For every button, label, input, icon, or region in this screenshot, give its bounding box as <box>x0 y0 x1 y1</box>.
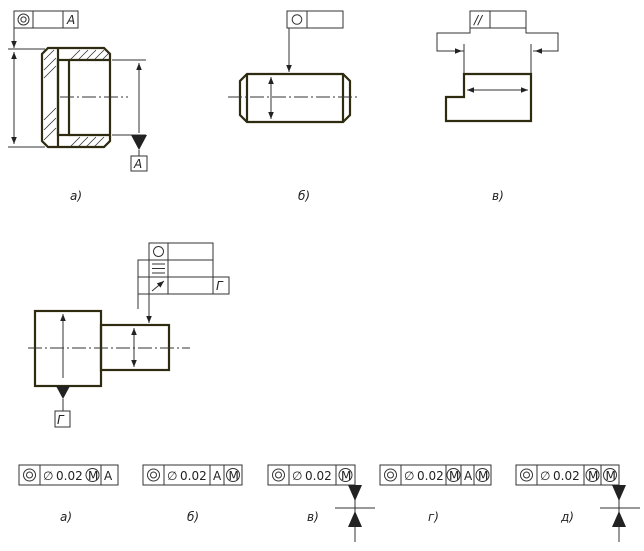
concentricity-icon <box>17 13 30 26</box>
caption-bottom-b: б) <box>187 510 199 524</box>
modifier-m-g1: M <box>449 469 459 483</box>
diameter-icon-a: ∅ <box>43 469 53 483</box>
caption-top-v: в) <box>492 189 504 203</box>
modifier-m-b: M <box>229 469 239 483</box>
frame-v-top: // <box>469 10 527 29</box>
modifier-m-g2: M <box>478 469 488 483</box>
tolerance-value-b: 0.02 <box>180 469 207 483</box>
tolerance-value-a: 0.02 <box>56 469 83 483</box>
caption-bottom-v: в) <box>307 510 319 524</box>
datum-a: A <box>104 469 113 483</box>
diameter-icon-g: ∅ <box>404 469 414 483</box>
datum-letter-a: А <box>133 157 142 171</box>
sleeve-part <box>40 46 112 149</box>
tolerance-value-d: 0.02 <box>553 469 580 483</box>
frame-middle: Г <box>148 242 230 295</box>
frame-a-top: А <box>13 10 79 29</box>
datum-letter-middle: Г <box>57 413 65 427</box>
modifier-m-a: M <box>88 469 98 483</box>
diameter-icon-d: ∅ <box>540 469 550 483</box>
symmetry-icon <box>152 263 165 274</box>
figure-v-top: // в) <box>436 10 559 203</box>
bottom-frame-v: ∅ 0.02 M в) <box>267 464 375 542</box>
figure-a-top: А <box>8 10 148 203</box>
figure-b-top: б) <box>228 10 358 203</box>
frame-datum-a: А <box>66 13 75 27</box>
diameter-icon-b: ∅ <box>167 469 177 483</box>
modifier-m-d1: M <box>588 469 598 483</box>
datum-box-a <box>130 155 148 172</box>
runout-icon <box>151 280 165 292</box>
figure-middle: Г Г <box>28 242 230 428</box>
parallelism-icon: // <box>473 13 484 27</box>
modifier-m-d2: M <box>606 469 616 483</box>
stepped-block <box>444 72 533 123</box>
circularity-icon <box>291 14 303 25</box>
caption-top-a: а) <box>70 189 82 203</box>
caption-bottom-a: а) <box>60 510 72 524</box>
tolerance-value-g: 0.02 <box>417 469 444 483</box>
frame-b-top <box>286 10 344 29</box>
frame-datum-middle: Г <box>216 279 224 293</box>
caption-top-b: б) <box>298 189 310 203</box>
tolerance-value-v: 0.02 <box>305 469 332 483</box>
datum-b: A <box>213 469 222 483</box>
datum-triangle-a <box>131 135 147 150</box>
caption-bottom-g: г) <box>428 510 439 524</box>
shaft-part <box>238 72 352 124</box>
bottom-frame-d: ∅ 0.02 M M д) <box>515 464 640 542</box>
bottom-frame-g: ∅ 0.02 M A M г) <box>379 464 492 524</box>
diameter-icon-v: ∅ <box>292 469 302 483</box>
caption-bottom-d: д) <box>560 510 574 524</box>
datum-g: A <box>464 469 473 483</box>
datum-box-middle <box>54 410 71 428</box>
modifier-m-v: M <box>341 469 351 483</box>
concentricity-row-icon <box>153 246 164 257</box>
bottom-frame-b: ∅ 0.02 A M б) <box>142 464 243 524</box>
bottom-frame-a: ∅ 0.02 M A а) <box>18 464 119 524</box>
